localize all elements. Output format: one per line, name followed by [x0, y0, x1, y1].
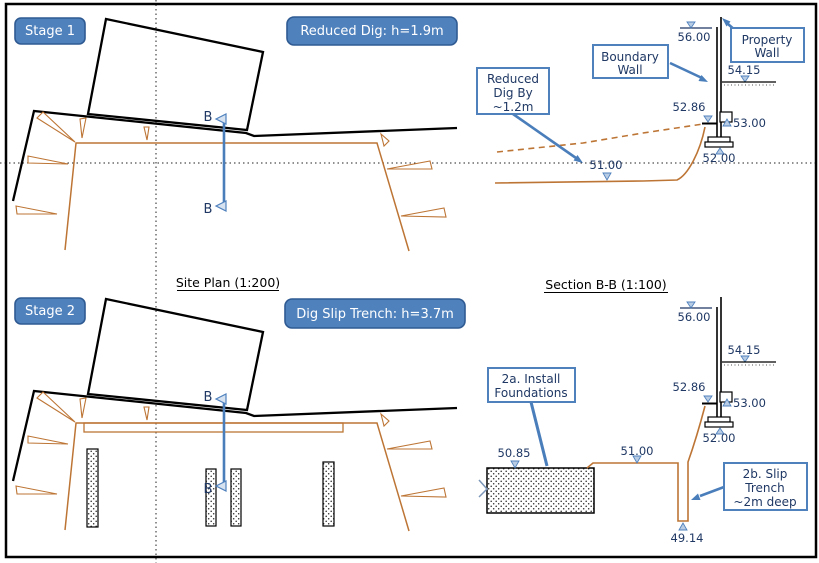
property-wall-line2: Wall: [754, 46, 779, 60]
install-foundations-line1: 2a. Install: [502, 372, 561, 386]
stage2-ground-line: [586, 405, 706, 522]
reduced-dig-by-line3: ~1.2m: [493, 100, 534, 114]
install-foundations-line2: Foundations: [494, 386, 567, 400]
slip-trench-plan-2: [205, 468, 217, 527]
strip-foundation-plan: [83, 422, 344, 433]
slip-trench-plan-4: [322, 461, 335, 527]
stage1-dig-level-marker-icon: [602, 172, 612, 181]
property-wall-annotation: Property Wall: [722, 18, 805, 63]
stage2-ground-profile: 50.85 51.00 49.14: [478, 405, 706, 545]
reduced-dig-by-line1: Reduced: [487, 72, 539, 86]
slip-trench-plan-3: [230, 468, 242, 527]
stage1-dig-level: 51.00: [590, 158, 623, 172]
stage1-site-plan: [11, 17, 459, 253]
reduced-dig-by-annotation: Reduced Dig By ~1.2m: [476, 67, 583, 163]
stage2-dig-level-marker-icon: [632, 455, 642, 464]
foundation-edge-mark-icon: [478, 479, 489, 498]
install-foundations-box: [487, 367, 576, 403]
section-title: Section B-B (1:100): [545, 277, 666, 292]
trench-bottom-level: 49.14: [671, 531, 704, 545]
slip-trench-line3: ~2m deep: [733, 495, 796, 509]
property-wall-line1: Property: [742, 33, 793, 47]
reduced-dig-ground-line: [494, 126, 706, 184]
stage2-wall-section: [671, 296, 777, 446]
property-wall-box: [730, 27, 805, 63]
reduced-dig-by-line2: Dig By: [493, 86, 532, 100]
slip-trench-line2: Trench: [744, 481, 784, 495]
stage2-badge-label: Stage 2: [25, 304, 75, 319]
boundary-wall-box: [592, 44, 669, 79]
boundary-wall-arrow: [669, 61, 703, 80]
install-foundations-leader: [529, 401, 549, 467]
boundary-wall-line1: Boundary: [601, 50, 659, 64]
stage1-badge: Stage 1: [14, 17, 86, 45]
boundary-wall-line2: Wall: [617, 63, 642, 77]
slip-trench-box: [723, 462, 808, 511]
slip-trench-annotation: 2b. Slip Trench ~2m deep: [691, 462, 808, 511]
boundary-wall-annotation: Boundary Wall: [592, 44, 708, 82]
stage1-ground-profile: 51.00: [494, 123, 706, 184]
site-plan-title: Site Plan (1:200): [176, 275, 280, 290]
stage2-callout: Dig Slip Trench: h=3.7m: [284, 298, 466, 329]
stage1-callout: Reduced Dig: h=1.9m: [286, 16, 458, 46]
stage2-callout-label: Dig Slip Trench: h=3.7m: [296, 307, 454, 322]
original-ground-dashed-line: [496, 123, 704, 153]
stage1-callout-label: Reduced Dig: h=1.9m: [300, 24, 443, 39]
slip-trench-line1: 2b. Slip: [743, 467, 788, 481]
stage2-foundation-marker-icon: [510, 460, 520, 469]
trench-bottom-marker-icon: [678, 522, 688, 531]
slip-trench-arrow: [699, 485, 725, 498]
slip-trench-plan-1: [86, 448, 99, 528]
reduced-dig-by-arrowhead-icon: [573, 155, 583, 163]
stage2-badge: Stage 2: [14, 297, 86, 325]
property-wall-arrowhead-icon: [722, 18, 731, 27]
drawing-border: [4, 2, 818, 559]
reduced-dig-by-box: [476, 67, 550, 115]
foundation-block: [486, 467, 595, 514]
slip-trench-arrowhead-icon: [691, 493, 701, 500]
stage1-badge-label: Stage 1: [25, 24, 75, 39]
reduced-dig-by-arrow: [512, 112, 577, 160]
stage2-foundation-works: [83, 422, 344, 528]
stage2-dig-level: 51.00: [621, 444, 654, 458]
drawing-titles: Site Plan (1:200) Section B-B (1:100): [176, 275, 668, 293]
boundary-wall-arrowhead-icon: [698, 75, 708, 82]
install-foundations-annotation: 2a. Install Foundations: [487, 367, 576, 467]
stage2-foundation-top-level: 50.85: [498, 446, 531, 460]
